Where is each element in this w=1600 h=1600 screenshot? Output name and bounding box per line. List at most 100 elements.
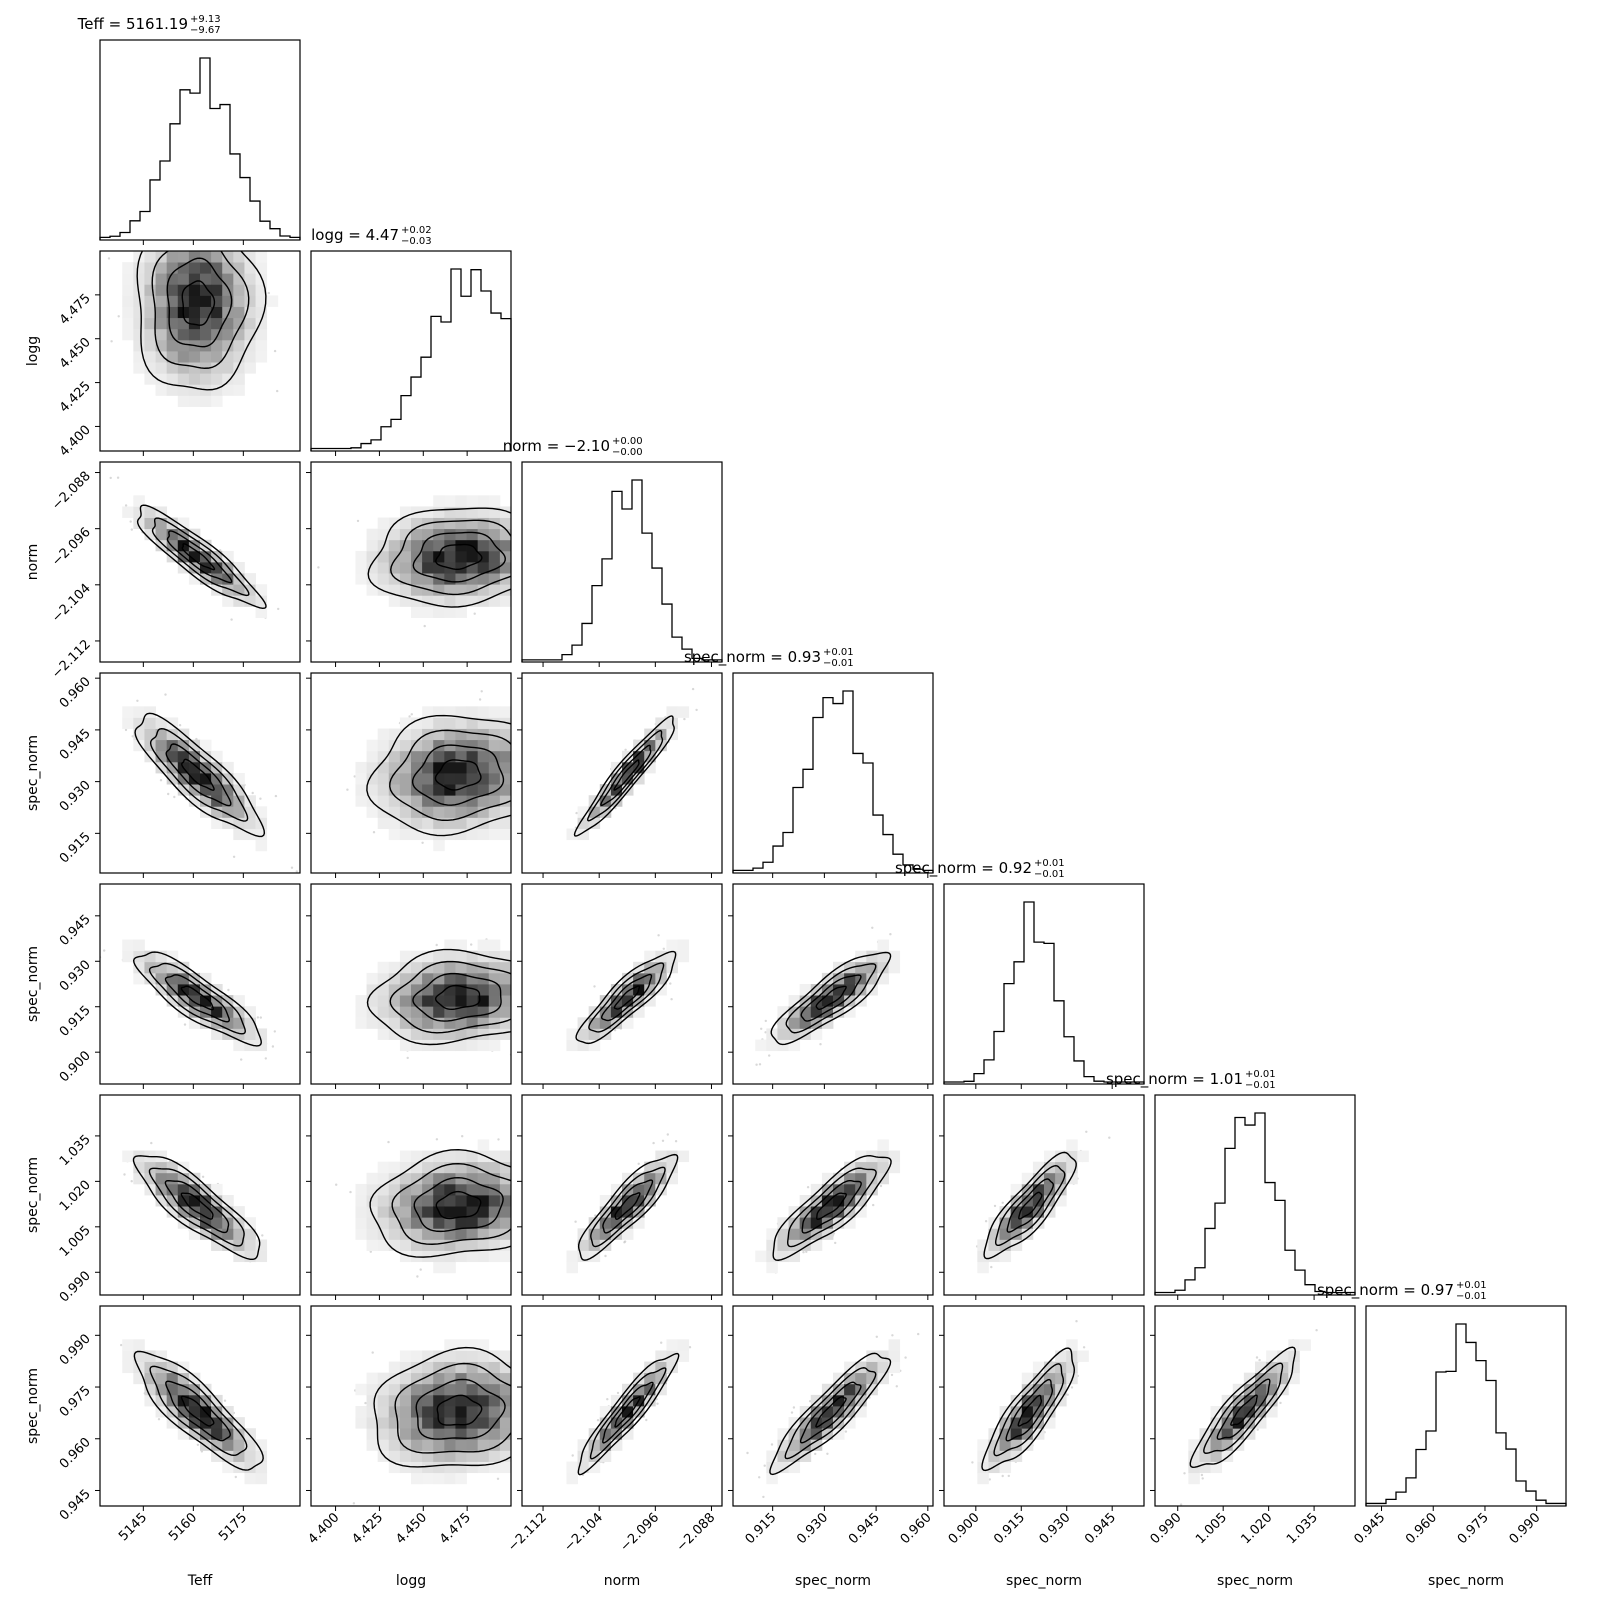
scatter-point <box>660 1341 663 1344</box>
density-cell <box>388 828 401 841</box>
contour-level <box>1189 1346 1296 1468</box>
density-cell <box>222 1006 234 1018</box>
scatter-point <box>435 1138 439 1141</box>
contour-level <box>800 974 862 1022</box>
density-cell <box>610 1217 623 1229</box>
density-cell <box>1255 1372 1267 1385</box>
density-cell <box>433 1261 445 1274</box>
density-cell <box>444 1206 456 1218</box>
contours <box>983 1151 1077 1260</box>
scatter-point <box>274 794 278 798</box>
density-cell <box>466 773 479 785</box>
density-cell <box>877 1361 889 1374</box>
scatter-point <box>895 1385 898 1388</box>
density-cell <box>1044 1417 1056 1429</box>
density-cell <box>177 395 190 407</box>
scatter-point <box>124 728 128 732</box>
density-cell <box>577 1039 590 1052</box>
density-cell <box>388 1394 401 1407</box>
density-cell <box>455 995 467 1007</box>
density-cell <box>233 573 245 585</box>
density-cell <box>488 1372 501 1385</box>
scatter-point <box>758 1063 762 1066</box>
density-cell <box>166 728 179 741</box>
y-axis-label-spec_norm_2: spec_norm <box>25 946 41 1022</box>
scatter-point <box>277 607 280 611</box>
density-cell <box>255 1450 268 1462</box>
density-cell <box>844 1417 856 1429</box>
density-cell <box>177 961 190 974</box>
density-cell <box>788 1250 801 1263</box>
density-cell <box>433 817 445 829</box>
scatter-point <box>530 1144 532 1146</box>
x-tick-label: 0.900 <box>946 1510 983 1547</box>
density-cell <box>821 1394 834 1407</box>
density-cell <box>411 795 423 807</box>
density-cell <box>144 517 156 530</box>
density-cell <box>455 1417 467 1429</box>
density-cell <box>155 950 168 963</box>
density-cell <box>599 1239 612 1251</box>
scatter-point <box>669 982 672 985</box>
density-cell <box>166 384 179 396</box>
density-cell <box>366 1428 379 1440</box>
scatter-point <box>228 232 230 234</box>
density-cell <box>155 972 168 985</box>
scatter-panel-spec_norm_2-vs-teff <box>99 883 301 1085</box>
density-cell <box>1277 1372 1289 1385</box>
scatter-point <box>792 1406 796 1409</box>
scatter-point <box>527 994 529 996</box>
density-cell <box>144 306 156 319</box>
density-cell <box>433 773 445 785</box>
panel-frame <box>99 250 301 452</box>
density-cell <box>211 584 223 596</box>
density-cell <box>788 1439 801 1451</box>
density-cell <box>577 1239 590 1251</box>
density-cell <box>144 506 156 518</box>
density-cell <box>166 1361 179 1374</box>
density-cell <box>1077 1350 1089 1362</box>
density-cell <box>1266 1350 1278 1362</box>
density-cell <box>577 1450 590 1462</box>
density-cell <box>411 728 423 741</box>
density-cell <box>499 506 511 518</box>
density-cell <box>188 562 201 574</box>
density-cell <box>433 984 445 996</box>
density-cell <box>833 1428 845 1440</box>
density-cell <box>1066 1150 1078 1163</box>
histogram-step-spec_norm_1 <box>732 690 934 873</box>
density-cell <box>399 573 412 585</box>
scatter-point <box>536 1391 538 1393</box>
scatter-point <box>546 1380 548 1382</box>
density-cell <box>200 806 212 818</box>
density-cell <box>821 1017 834 1029</box>
x-tick-label: 5175 <box>216 1510 250 1544</box>
density-cell <box>233 1017 245 1029</box>
density-cell <box>133 328 145 341</box>
density-cell <box>455 1006 467 1018</box>
density-cell <box>144 950 156 963</box>
density-cell <box>222 1195 234 1207</box>
density-cell <box>411 1028 423 1040</box>
density-cell <box>355 573 367 585</box>
density-cell <box>666 1172 678 1185</box>
density-cell <box>122 306 134 319</box>
density-cell <box>1199 1461 1211 1474</box>
density-cell <box>444 573 456 585</box>
density-cell <box>444 528 456 541</box>
scatter-point <box>544 995 546 997</box>
density-cell <box>777 1039 789 1052</box>
contour-level <box>166 530 233 584</box>
scatter-point <box>844 1430 848 1433</box>
density-cell <box>866 1172 878 1185</box>
density-cell <box>133 339 145 352</box>
density-cell <box>577 806 590 818</box>
density-cells <box>1188 1339 1311 1485</box>
contour-level <box>136 251 267 391</box>
density-cell <box>366 528 379 541</box>
density-cell <box>411 1195 423 1207</box>
density-cell <box>399 1039 412 1052</box>
density-cell <box>455 972 467 985</box>
density-cell <box>488 828 501 841</box>
